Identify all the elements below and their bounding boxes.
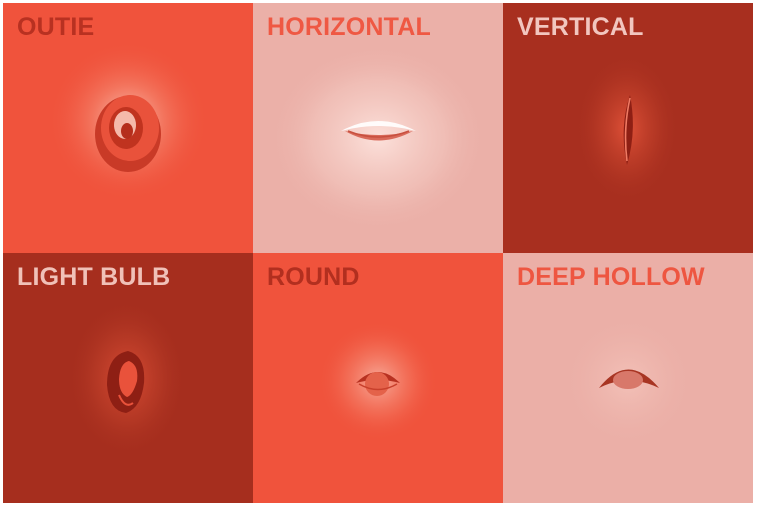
round-navel-illustration [318,321,438,441]
tile-round: ROUND [253,253,503,503]
tile-horizontal: HORIZONTAL [253,3,503,253]
tile-label: ROUND [267,263,360,291]
tile-label: DEEP HOLLOW [517,263,705,291]
navel-types-grid: OUTIE HORIZONTAL [3,3,753,503]
tile-label: HORIZONTAL [267,13,432,41]
tile-light-bulb: LIGHT BULB [3,253,253,503]
tile-label: LIGHT BULB [17,263,171,291]
deep-hollow-navel-illustration [563,316,693,446]
tile-label: VERTICAL [517,13,644,41]
light-bulb-navel-illustration [67,298,187,458]
vertical-navel-illustration [575,53,679,203]
tile-outie: OUTIE [3,3,253,253]
horizontal-navel-illustration [268,43,488,233]
tile-vertical: VERTICAL [503,3,753,253]
outie-navel-illustration [48,41,208,201]
tile-label: OUTIE [17,13,95,41]
tile-deep-hollow: DEEP HOLLOW [503,253,753,503]
